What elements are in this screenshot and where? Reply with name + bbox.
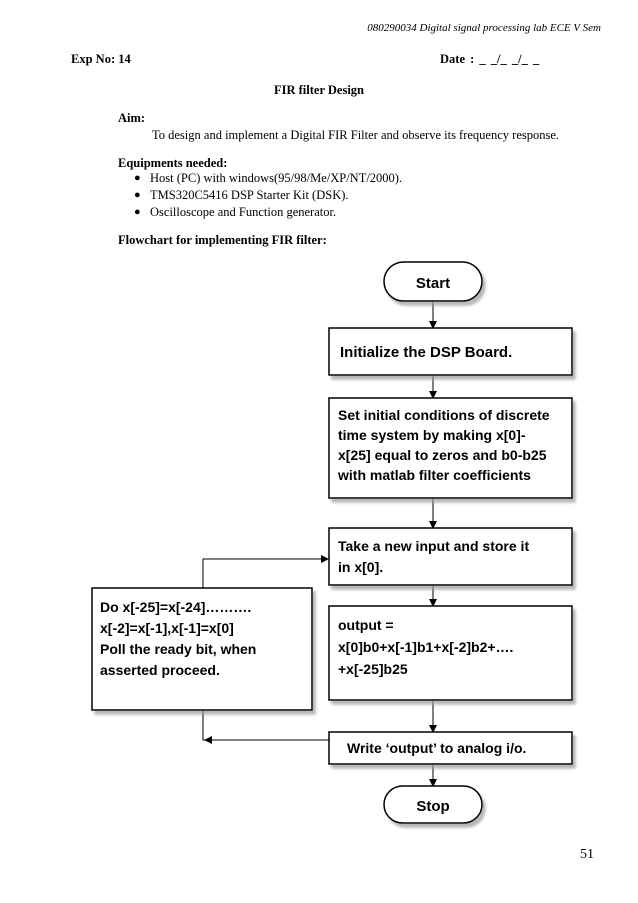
set-line: Set initial conditions of discrete xyxy=(338,407,550,423)
loop-line xyxy=(202,558,320,588)
page-title: FIR filter Design xyxy=(273,83,365,97)
shift-line: asserted proceed. xyxy=(100,662,220,678)
start-label: Start xyxy=(416,275,450,292)
list-item: ● Oscilloscope and Function generator. xyxy=(132,204,402,221)
page-number: 51 xyxy=(580,847,594,862)
exp-number: Exp No: 14 xyxy=(71,52,131,66)
init-label: Initialize the DSP Board. xyxy=(340,344,512,361)
bullet-icon: ● xyxy=(134,172,141,184)
shift-line: x[-2]=x[-1],x[-1]=x[0] xyxy=(100,620,234,636)
output-line: +x[-25]b25 xyxy=(338,661,408,677)
bullet-icon: ● xyxy=(134,206,141,218)
set-line: time system by making x[0]- xyxy=(338,427,526,443)
equipments-list: ● Host (PC) with windows(95/98/Me/XP/NT/2… xyxy=(132,170,402,221)
course-header: 080290034 Digital signal processing lab … xyxy=(367,22,601,34)
input-box xyxy=(328,527,573,586)
equipment-item: Oscilloscope and Function generator. xyxy=(150,205,337,219)
shift-line: Do x[-25]=x[-24]………. xyxy=(100,599,251,615)
aim-text: To design and implement a Digital FIR Fi… xyxy=(152,128,560,142)
loop-line xyxy=(202,710,329,741)
output-box xyxy=(328,605,573,701)
set-line: x[25] equal to zeros and b0-b25 xyxy=(338,447,547,463)
shift-box xyxy=(91,587,313,711)
start-terminal xyxy=(383,261,483,302)
aim-label: Aim: xyxy=(118,111,146,125)
equipments-label: Equipments needed: xyxy=(118,156,228,170)
stop-terminal xyxy=(383,785,483,824)
input-line: in x[0]. xyxy=(338,559,383,575)
set-line: with matlab filter coefficients xyxy=(337,467,531,483)
input-line: Take a new input and store it xyxy=(338,538,529,554)
equipment-item: Host (PC) with windows(95/98/Me/XP/NT/20… xyxy=(150,171,403,185)
list-item: ● Host (PC) with windows(95/98/Me/XP/NT/2… xyxy=(132,170,402,187)
set-conditions-box xyxy=(328,397,573,499)
date-field: Date : _ _/_ _/_ _ xyxy=(440,52,540,66)
bullet-icon: ● xyxy=(134,189,141,201)
equipment-item: TMS320C5416 DSP Starter Kit (DSK). xyxy=(150,188,349,202)
write-box xyxy=(328,731,573,765)
output-line: x[0]b0+x[-1]b1+x[-2]b2+…. xyxy=(338,639,513,655)
flowchart-label: Flowchart for implementing FIR filter: xyxy=(118,233,327,247)
shift-line: Poll the ready bit, when xyxy=(100,641,256,657)
write-label: Write ‘output’ to analog i/o. xyxy=(347,740,526,756)
init-box xyxy=(328,327,573,376)
output-line: output = xyxy=(338,617,394,633)
list-item: ● TMS320C5416 DSP Starter Kit (DSK). xyxy=(132,187,402,204)
stop-label: Stop xyxy=(416,798,449,815)
